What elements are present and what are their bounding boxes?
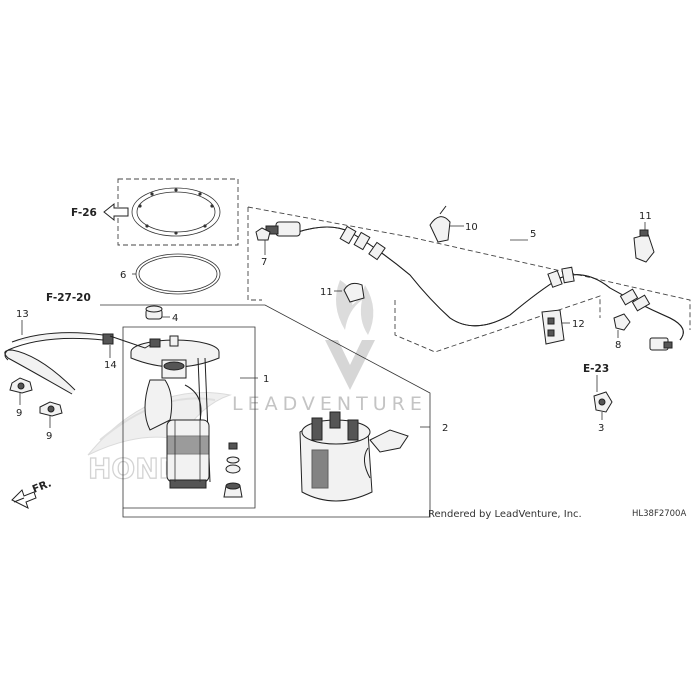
leadventure-watermark-text: LEADVENTURE — [232, 393, 427, 415]
callout-6: 6 — [120, 270, 126, 281]
pump-gasket-ring — [131, 187, 221, 237]
callout-10: 10 — [465, 222, 478, 233]
vent-hose-13 — [4, 332, 104, 395]
clip-7 — [255, 227, 271, 241]
leadventure-watermark: LEADVENTURE — [232, 280, 427, 415]
ref-e23: E-23 — [583, 363, 609, 375]
callout-1: 1 — [263, 374, 269, 385]
callout-8: 8 — [615, 340, 621, 351]
leader-lines — [19, 222, 646, 428]
bracket-12 — [541, 309, 565, 345]
diagram-code: HL38F2700A — [632, 509, 686, 519]
clip-14 — [102, 333, 151, 349]
cap-4 — [145, 305, 163, 320]
callout-4: 4 — [172, 313, 178, 324]
clamp-9b — [39, 401, 63, 417]
clip-11-a — [343, 282, 365, 303]
callout-12: 12 — [572, 319, 585, 330]
callout-2: 2 — [442, 423, 448, 434]
hose-group-box-bottom — [394, 295, 601, 353]
front-direction-arrow-icon — [11, 489, 37, 509]
callout-9-b: 9 — [46, 431, 52, 442]
callout-11-a: 11 — [320, 287, 333, 298]
filter-housing-2 — [299, 411, 409, 502]
clip-8 — [613, 313, 631, 331]
clip-3 — [593, 391, 613, 413]
render-credit: Rendered by LeadVenture, Inc. — [428, 509, 582, 520]
callout-3: 3 — [598, 423, 604, 434]
callout-14: 14 — [104, 360, 117, 371]
hose-group-box-left — [247, 207, 262, 301]
callout-5: 5 — [530, 229, 536, 240]
o-ring-6 — [135, 253, 221, 295]
pump-kit-box — [118, 304, 431, 518]
filter-small-parts — [223, 442, 243, 498]
callout-7: 7 — [261, 257, 267, 268]
clip-11-b — [633, 229, 655, 263]
pump-assembly-box — [122, 326, 256, 509]
callout-9-a: 9 — [16, 408, 22, 419]
fuel-line-5 — [265, 221, 684, 351]
arrow-to-f26-icon — [103, 202, 129, 222]
ref-f2720: F-27-20 — [46, 292, 91, 304]
hose-group-box-top — [247, 206, 691, 330]
callout-11-b: 11 — [639, 211, 652, 222]
callout-13: 13 — [16, 309, 29, 320]
clamp-9a — [9, 377, 33, 394]
ref-f26: F-26 — [71, 207, 97, 219]
fuel-pump-assembly — [130, 335, 220, 489]
clip-10 — [429, 205, 451, 243]
front-marker-label: FR. — [31, 477, 54, 495]
